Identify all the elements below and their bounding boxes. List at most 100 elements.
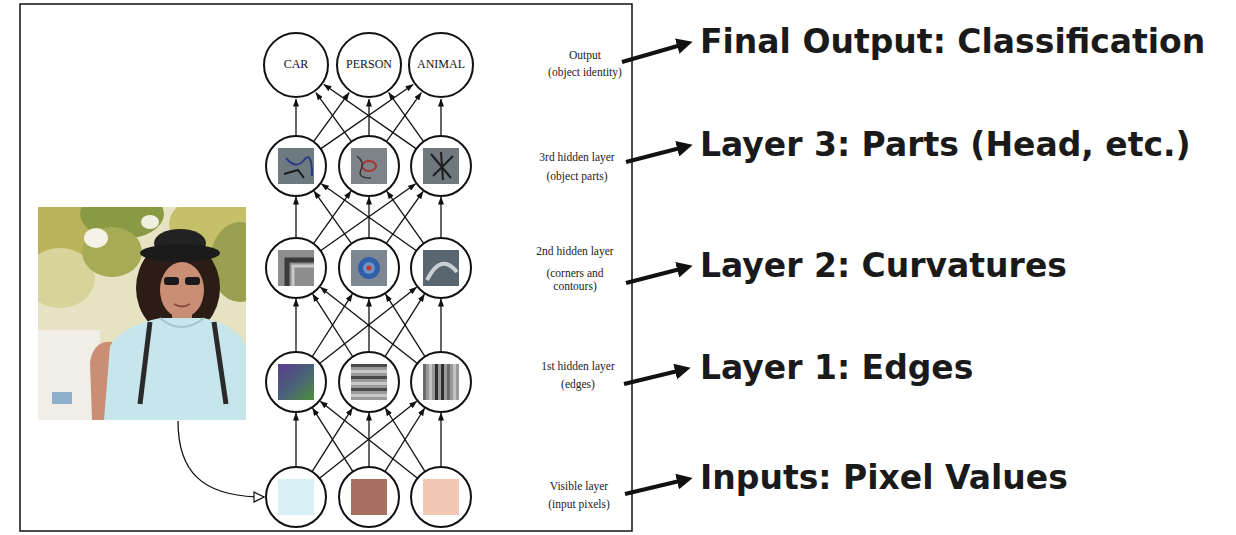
pointer-arrow	[626, 267, 688, 283]
panel-frame	[20, 4, 632, 531]
callout-text: Layer 3: Parts (Head, etc.)	[700, 126, 1191, 164]
filter-stripe	[351, 388, 387, 391]
callout-text: Layer 1: Edges	[700, 349, 973, 387]
layer-arrow	[314, 191, 351, 243]
layer-label: (object parts)	[547, 170, 608, 183]
layer-unit	[266, 467, 326, 527]
layer-arrow	[387, 191, 424, 243]
layer-label: Visible layer	[550, 480, 608, 493]
part-scribble	[357, 156, 371, 178]
layer-label: (input pixels)	[548, 498, 610, 511]
layer-arrow	[440, 299, 441, 352]
callout-text: Layer 2: Curvatures	[700, 247, 1067, 285]
filter-stripe	[429, 364, 432, 400]
part-scribble	[362, 161, 376, 171]
filter-stripe	[441, 364, 444, 400]
layer-arrow	[314, 93, 350, 142]
corner-filter	[278, 250, 314, 286]
unit-circle	[411, 238, 471, 298]
layer-arrow	[320, 401, 417, 478]
edge-filter	[351, 364, 387, 400]
filter-stripe	[351, 364, 387, 367]
layer-unit	[339, 352, 399, 412]
filter-stripe	[351, 394, 387, 397]
class-name: CAR	[284, 58, 309, 71]
unit-circle	[266, 467, 326, 527]
layer-label: 3rd hidden layer	[539, 151, 614, 164]
pointer-arrow	[626, 146, 688, 162]
contour-arc	[427, 264, 457, 280]
part-filter	[278, 148, 314, 184]
layer-arrow	[313, 408, 353, 472]
layer-arrow	[320, 401, 417, 478]
layer-arrow	[385, 294, 424, 356]
part-scribble	[284, 170, 304, 178]
part-scribble	[431, 152, 453, 180]
layer-arrow	[312, 294, 352, 357]
callout-text: Final Output: Classification	[700, 23, 1205, 61]
layer-arrow	[312, 408, 352, 472]
contour-filter	[351, 250, 387, 286]
layer-arrow	[440, 197, 441, 238]
input-photo	[38, 207, 246, 420]
pointer-arrow	[625, 479, 688, 494]
pointer-arrow	[624, 369, 686, 384]
corner-stroke	[287, 260, 314, 286]
layer-unit	[266, 136, 326, 196]
edge-filter	[423, 364, 459, 400]
pixel-patch	[423, 479, 459, 515]
unit-circle	[411, 352, 471, 412]
unit-circle	[266, 136, 326, 196]
layer-label: (corners and contours)	[533, 267, 617, 293]
layer-unit	[339, 136, 399, 196]
layer-unit	[339, 238, 399, 298]
layer-unit	[339, 467, 399, 527]
class-name: PERSON	[346, 58, 392, 71]
hat-brim	[140, 244, 220, 262]
class-name: ANIMAL	[417, 58, 465, 71]
layer-label: (object identity)	[548, 66, 622, 79]
pixel-patch	[351, 479, 387, 515]
corner-stroke	[293, 266, 314, 286]
layer-unit	[411, 352, 471, 412]
layer-arrow	[386, 191, 423, 243]
backpack-strap	[214, 322, 226, 404]
layer-arrow	[295, 299, 296, 352]
layer-arrow	[440, 413, 441, 467]
layer-arrow	[321, 184, 416, 251]
callout-text: Inputs: Pixel Values	[700, 459, 1068, 497]
layer-arrow	[386, 294, 425, 356]
edge-filter	[278, 364, 314, 400]
shirt	[104, 318, 246, 420]
filter-stripe	[351, 370, 387, 373]
layer-label: 2nd hidden layer	[536, 245, 613, 258]
layer-arrow	[313, 294, 353, 357]
layer-label: 1st hidden layer	[541, 360, 614, 373]
filter-stripe	[351, 376, 387, 379]
backpack-strap	[140, 322, 150, 404]
layer-unit	[411, 238, 471, 298]
unit-circle	[339, 352, 399, 412]
filter-stripe	[447, 364, 450, 400]
unit-circle	[339, 467, 399, 527]
output-unit: ANIMAL	[408, 32, 474, 98]
contour-blob	[367, 266, 372, 271]
input-arrow	[178, 421, 264, 497]
sky-patch	[141, 215, 159, 229]
layer-unit	[266, 352, 326, 412]
filter-stripe	[435, 364, 438, 400]
layer-arrow	[368, 99, 369, 136]
layer-unit	[411, 136, 471, 196]
layer-unit	[411, 467, 471, 527]
layer-arrow	[385, 408, 425, 471]
contour-blob	[358, 257, 380, 279]
contour-blob	[363, 262, 375, 274]
output-unit: CAR	[263, 32, 329, 98]
layer-arrow	[321, 184, 416, 251]
unit-circle	[266, 352, 326, 412]
layer-arrow	[320, 287, 417, 363]
layer-arrow	[385, 408, 425, 471]
layer-arrow	[295, 99, 296, 136]
sunglasses	[185, 277, 200, 285]
layer-arrow	[389, 93, 424, 142]
